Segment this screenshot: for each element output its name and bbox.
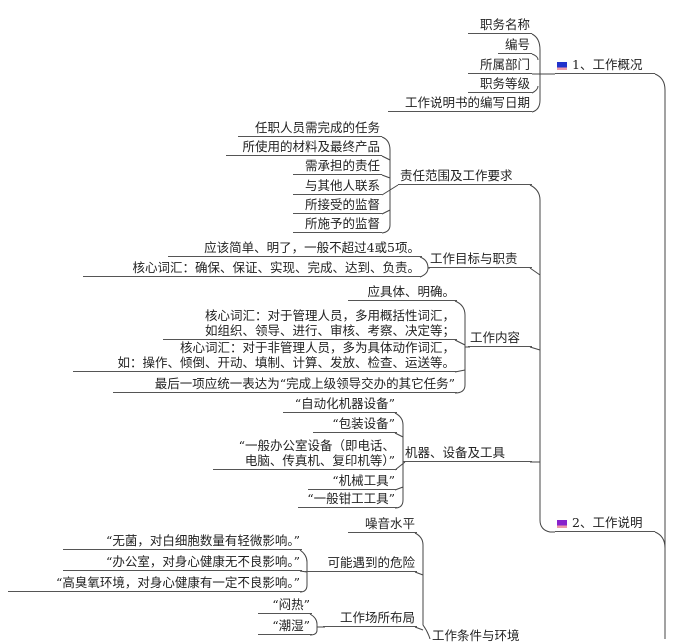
node-scope-item[interactable]: 所接受的监督 (293, 197, 382, 214)
node-machine-item[interactable]: “一般办公室设备（即电话、电脑、传真机、复印机等）” (213, 438, 397, 470)
node-scope-item[interactable]: 与其他人联系 (293, 178, 382, 195)
node-layout-item[interactable]: “闷热” (258, 597, 312, 614)
line: 如组织、领导、进行、审核、考察、决定等； (204, 323, 455, 338)
node-department[interactable]: 所属部门 (468, 57, 532, 74)
line: 核心词汇：对于非管理人员，多为具体动作词汇， (179, 340, 455, 355)
node-content[interactable]: 工作内容 (468, 330, 532, 347)
node-scope-item[interactable]: 任职人员需完成的任务 (238, 120, 382, 137)
node-hazard-item[interactable]: “高臭氧环境，对身心健康有一定不良影响。” (8, 575, 302, 592)
line: 电脑、传真机、复印机等）” (244, 453, 395, 468)
node-machine-item[interactable]: “包装设备” (313, 416, 397, 433)
flag-icon (557, 519, 567, 528)
node-job-grade[interactable]: 职务等级 (468, 76, 532, 93)
node-date[interactable]: 工作说明书的编写日期 (388, 95, 532, 112)
node-scope-item[interactable]: 所使用的材料及最终产品 (226, 139, 382, 156)
branch-description[interactable]: 2、工作说明 (555, 515, 655, 532)
line: 核心词汇：对于管理人员，多用概括性词汇， (204, 308, 455, 323)
node-machines[interactable]: 机器、设备及工具 (403, 445, 532, 462)
flag-icon (557, 61, 567, 70)
node-layout[interactable]: 工作场所布局 (323, 610, 417, 627)
node-content-item[interactable]: 应具体、明确。 (348, 284, 457, 301)
node-noise[interactable]: 噪音水平 (348, 516, 417, 533)
line: 如：操作、倾倒、开动、填制、计算、发放、检查、运送等。 (117, 355, 455, 370)
node-goal-item[interactable]: 应该简单、明了，一般不超过4或5项。 (168, 240, 422, 257)
node-scope-item[interactable]: 需承担的责任 (293, 158, 382, 175)
node-layout-item[interactable]: “潮湿” (258, 618, 312, 635)
node-content-item[interactable]: 最后一项应统一表达为“完成上级领导交办的其它任务” (113, 376, 457, 393)
node-job-number[interactable]: 编号 (498, 37, 532, 54)
node-machine-item[interactable]: “一般钳工工具” (298, 491, 397, 508)
node-job-title[interactable]: 职务名称 (468, 17, 532, 34)
branch-overview[interactable]: 1、工作概况 (555, 57, 655, 74)
node-scope-item[interactable]: 所施予的监督 (293, 216, 382, 233)
node-hazards[interactable]: 可能遇到的危险 (305, 555, 417, 572)
node-machine-item[interactable]: “机械工具” (308, 473, 397, 490)
branch-label: 1、工作概况 (572, 57, 643, 72)
node-goals[interactable]: 工作目标与职责 (428, 251, 532, 268)
node-goal-item[interactable]: 核心词汇：确保、保证、实现、完成、达到、负责。 (83, 260, 422, 277)
node-machine-item[interactable]: “自动化机器设备” (283, 396, 397, 413)
node-content-item[interactable]: 核心词汇：对于管理人员，多用概括性词汇，如组织、领导、进行、审核、考察、决定等； (163, 308, 457, 340)
node-scope[interactable]: 责任范围及工作要求 (398, 168, 532, 185)
node-hazard-item[interactable]: “办公室，对身心健康无不良影响。” (63, 554, 302, 571)
node-conditions[interactable]: 工作条件与环境 (432, 628, 520, 643)
branch-label: 2、工作说明 (572, 515, 643, 530)
node-content-item[interactable]: 核心词汇：对于非管理人员，多为具体动作词汇，如：操作、倾倒、开动、填制、计算、发… (73, 340, 457, 372)
line: “一般办公室设备（即电话、 (238, 438, 395, 453)
node-hazard-item[interactable]: “无菌，对白细胞数量有轻微影响。” (63, 533, 302, 550)
